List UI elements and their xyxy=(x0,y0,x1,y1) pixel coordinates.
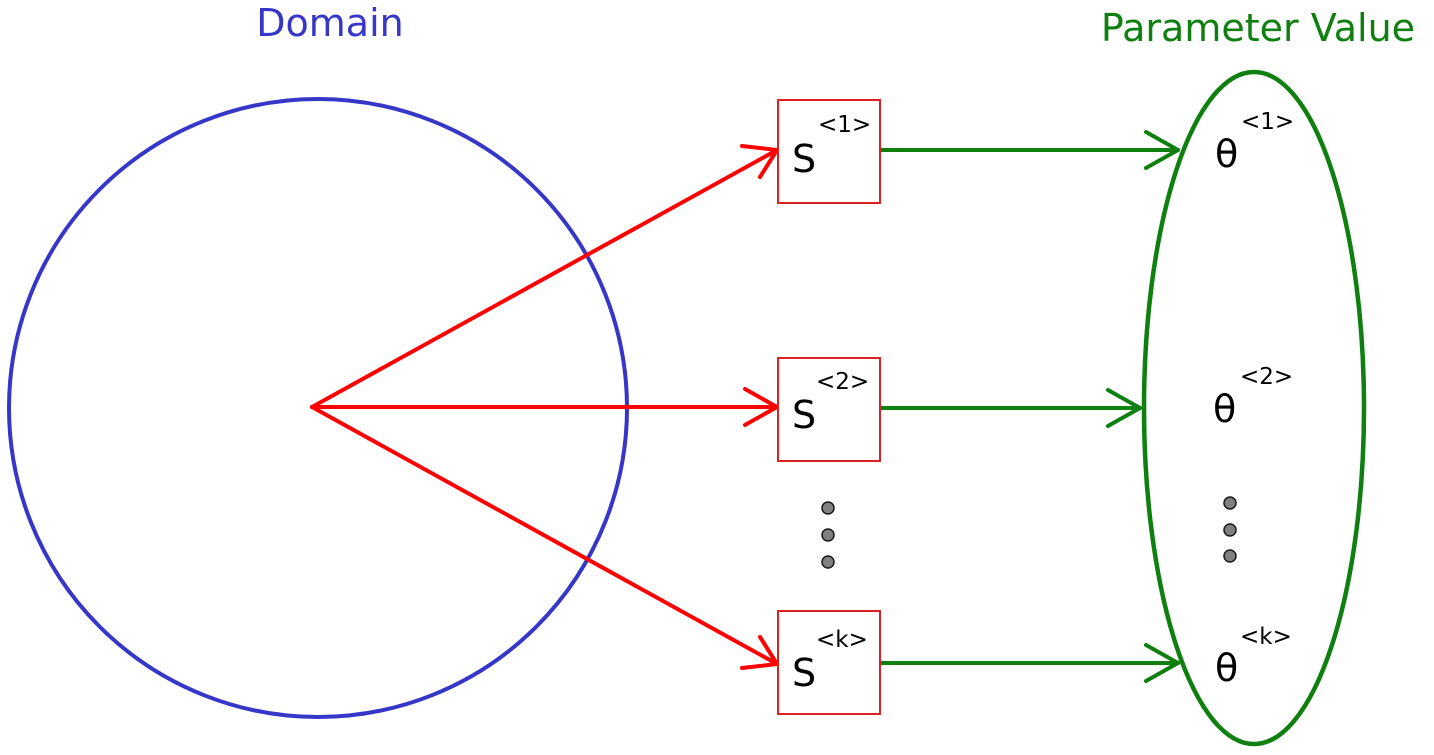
ellipsis-dot xyxy=(1223,496,1237,510)
ellipsis-dot xyxy=(821,528,835,542)
sample-2-index: <2> xyxy=(816,369,869,395)
samples-ellipsis xyxy=(821,501,835,569)
estimation-arrowhead-1 xyxy=(1144,130,1180,170)
sample-box-2: S <2> xyxy=(777,357,881,462)
parameter-2: θ <2> xyxy=(1213,364,1293,431)
parameter-value-title: Parameter Value xyxy=(1101,6,1415,50)
sample-box-k-frame xyxy=(777,610,881,715)
sample-2-symbol: S xyxy=(792,393,816,437)
parameter-2-symbol: θ xyxy=(1213,387,1236,431)
sample-1-symbol: S xyxy=(792,137,816,181)
sample-k-symbol: S xyxy=(792,651,816,695)
sampling-arrow-k xyxy=(310,405,779,666)
parameter-k-index: <k> xyxy=(1240,624,1292,650)
estimation-arrowhead-k xyxy=(1144,643,1180,683)
ellipsis-dot xyxy=(1223,523,1237,537)
sample-box-1: S <1> xyxy=(777,99,881,204)
parameter-k: θ <k> xyxy=(1215,624,1292,690)
sample-box-2-frame xyxy=(777,357,881,462)
parameter-2-index: <2> xyxy=(1240,364,1293,390)
parameter-k-symbol: θ xyxy=(1215,646,1238,690)
sample-1-index: <1> xyxy=(818,112,871,138)
parameter-set-ellipse xyxy=(1141,69,1367,747)
sampling-arrow-1 xyxy=(310,148,779,409)
sample-box-k: S <k> xyxy=(777,610,881,715)
ellipsis-dot xyxy=(821,555,835,569)
domain-title: Domain xyxy=(256,1,403,45)
ellipsis-dot xyxy=(1223,549,1237,563)
parameter-1-symbol: θ xyxy=(1215,132,1238,176)
sample-box-1-frame xyxy=(777,99,881,204)
estimation-arrowhead-2 xyxy=(1106,388,1142,428)
parameter-1: θ <1> xyxy=(1215,109,1294,176)
parameters-ellipsis xyxy=(1223,496,1237,563)
parameter-1-index: <1> xyxy=(1241,109,1294,135)
sampling-arrows xyxy=(310,144,779,670)
estimation-arrows xyxy=(879,130,1180,683)
ellipsis-dot xyxy=(821,501,835,515)
sample-k-index: <k> xyxy=(816,627,868,653)
